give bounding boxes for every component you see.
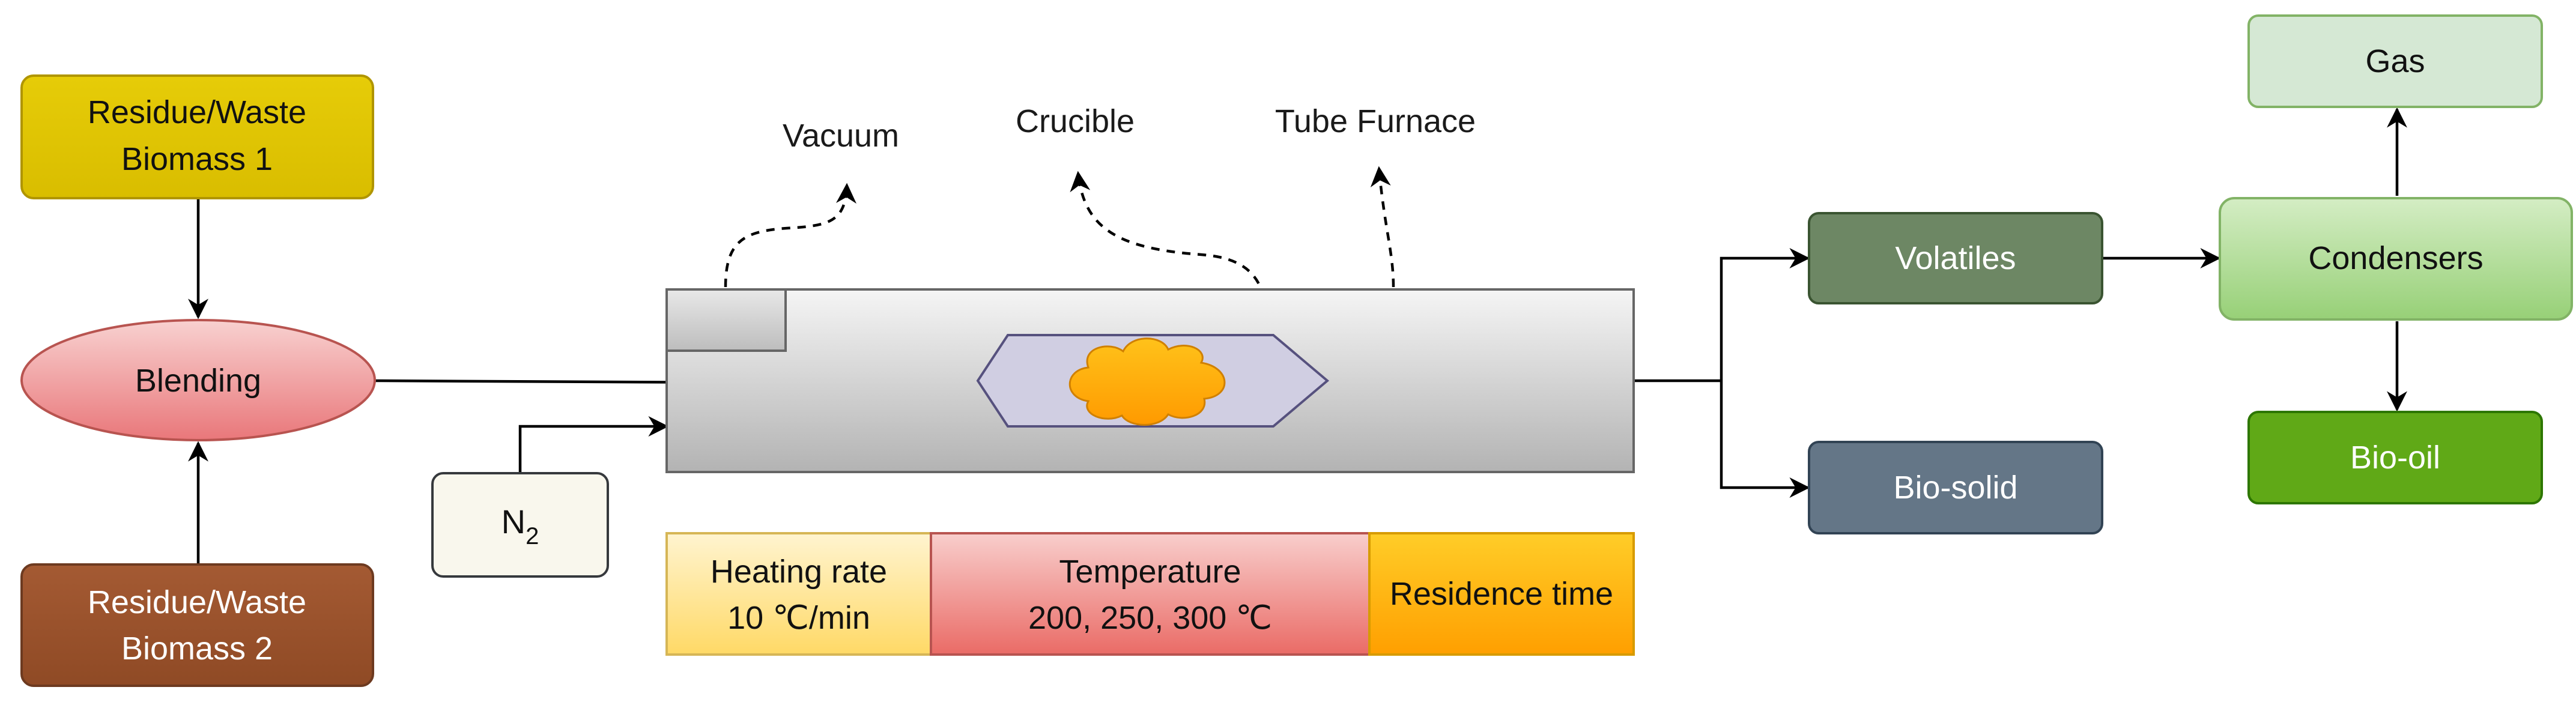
biomass-1-line-1: Residue/Waste: [88, 94, 306, 130]
dashed-arrow-vacuum: [724, 183, 856, 288]
n2-label: N2: [502, 503, 539, 549]
volatiles-box: Volatiles: [1808, 212, 2103, 304]
arrow-to-bio-solid: [1720, 381, 1810, 498]
condensers-label: Condensers: [2308, 240, 2483, 276]
residence-time-label: Residence time: [1390, 576, 1613, 612]
crucible-label: Crucible: [1016, 103, 1135, 139]
blending-node: Blending: [20, 319, 376, 441]
bio-oil-box: Bio-oil: [2247, 411, 2543, 504]
biomass-2-box: Residue/Waste Biomass 2: [20, 563, 374, 687]
biomass-2-line-1: Residue/Waste: [88, 584, 306, 620]
condensers-box: Condensers: [2219, 197, 2573, 321]
vacuum-port: [665, 288, 787, 352]
tube-furnace: [665, 288, 1635, 473]
heating-rate-title: Heating rate: [711, 554, 887, 590]
bio-oil-label: Bio-oil: [2350, 440, 2440, 476]
biomass-sample: [1068, 337, 1226, 426]
bio-solid-label: Bio-solid: [1893, 470, 2017, 506]
arrow-to-volatiles: [1720, 248, 1810, 381]
biomass-1-line-2: Biomass 1: [121, 141, 273, 177]
dashed-arrow-tube-furnace: [1370, 166, 1395, 288]
temperature-cell: [930, 532, 1371, 656]
dashed-arrow-crucible: [1070, 171, 1269, 330]
heating-rate-value: 10 ℃/min: [727, 600, 870, 636]
gas-label: Gas: [2365, 43, 2425, 79]
arrow-n2-to-tube: [518, 416, 669, 473]
parameter-bar: Heating rate 10 ℃/min Temperature 200, 2…: [665, 532, 1635, 656]
heating-rate-cell: [665, 532, 932, 656]
biomass-2-line-2: Biomass 2: [121, 631, 273, 667]
blending-label: Blending: [135, 363, 261, 399]
temperature-title: Temperature: [1059, 554, 1241, 590]
volatiles-label: Volatiles: [1895, 240, 2016, 276]
tube-furnace-label: Tube Furnace: [1275, 103, 1476, 139]
residence-time-cell: [1368, 532, 1635, 656]
vacuum-label: Vacuum: [783, 118, 899, 154]
temperature-value: 200, 250, 300 ℃: [1028, 600, 1272, 636]
bio-solid-box: Bio-solid: [1808, 441, 2103, 534]
gas-box: Gas: [2247, 14, 2543, 108]
biomass-1-box: Residue/Waste Biomass 1: [20, 74, 374, 199]
n2-inlet-box: N2: [431, 472, 609, 578]
